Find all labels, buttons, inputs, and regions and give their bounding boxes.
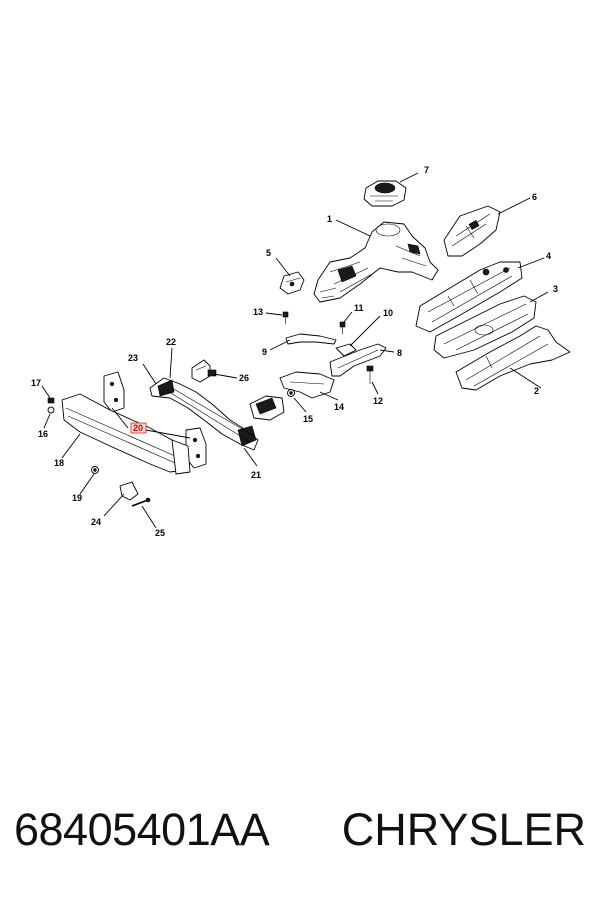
callout-23: 23 [128, 353, 138, 363]
callout-13: 13 [253, 307, 263, 317]
callout-3: 3 [553, 284, 558, 294]
callout-10: 10 [383, 308, 393, 318]
part-8-reinforcement [329, 343, 387, 377]
crash-box-right [249, 395, 285, 421]
callout-25: 25 [155, 528, 165, 538]
callout-18: 18 [54, 458, 64, 468]
callout-1: 1 [327, 214, 332, 224]
callout-19: 19 [72, 493, 82, 503]
callout-2: 2 [534, 386, 539, 396]
callout-8: 8 [397, 348, 402, 358]
callout-12: 12 [373, 396, 383, 406]
part-19-nut [91, 466, 99, 474]
part-3-rail-extension [433, 295, 537, 359]
callout-20: 20 [133, 423, 143, 433]
part-24-bracket [119, 481, 139, 501]
part-11-bolt [339, 321, 346, 334]
brand-label: CHRYSLER [341, 804, 586, 855]
callout-20-highlight [130, 422, 147, 434]
callout-24: 24 [91, 517, 101, 527]
part-10-bracket [335, 343, 357, 357]
part-4-frame-rail [415, 261, 523, 333]
part-5-small-bracket [279, 271, 305, 295]
callout-11: 11 [354, 303, 364, 313]
callout-labels: 7 1 6 5 4 3 13 11 10 9 8 22 23 26 2 12 1… [31, 165, 558, 538]
part-number-label: 68405401AA [14, 804, 270, 855]
part-9-seal-strip [285, 333, 337, 345]
part-16-washer [47, 406, 55, 414]
callout-4: 4 [546, 251, 551, 261]
callout-6: 6 [532, 192, 537, 202]
callout-7: 7 [424, 165, 429, 175]
part-6-bracket [443, 205, 501, 257]
part-1-shock-tower [313, 221, 439, 303]
part-7-mount-cap [363, 180, 407, 207]
part-14-bracket [279, 371, 335, 399]
part-26-bracket [191, 359, 217, 383]
callout-21: 21 [251, 470, 261, 480]
callout-15: 15 [303, 414, 313, 424]
callout-17: 17 [31, 378, 41, 388]
part-18-bumper-beam [61, 393, 191, 475]
part-15-nut [287, 389, 295, 397]
callout-14: 14 [334, 402, 344, 412]
callout-16: 16 [38, 429, 48, 439]
part-12-bolt [366, 365, 374, 384]
part-21-energy-absorber [149, 377, 259, 451]
callout-5: 5 [266, 248, 271, 258]
left-mount-plate [103, 371, 125, 413]
part-2-lower-rail [455, 325, 571, 391]
part-17-bolt [47, 397, 55, 404]
callout-26: 26 [239, 373, 249, 383]
part-13-bolt [282, 311, 289, 324]
callout-22: 22 [166, 337, 176, 347]
leader-lines [41, 172, 549, 529]
part-25-pin [131, 497, 151, 507]
callout-9: 9 [262, 347, 267, 357]
